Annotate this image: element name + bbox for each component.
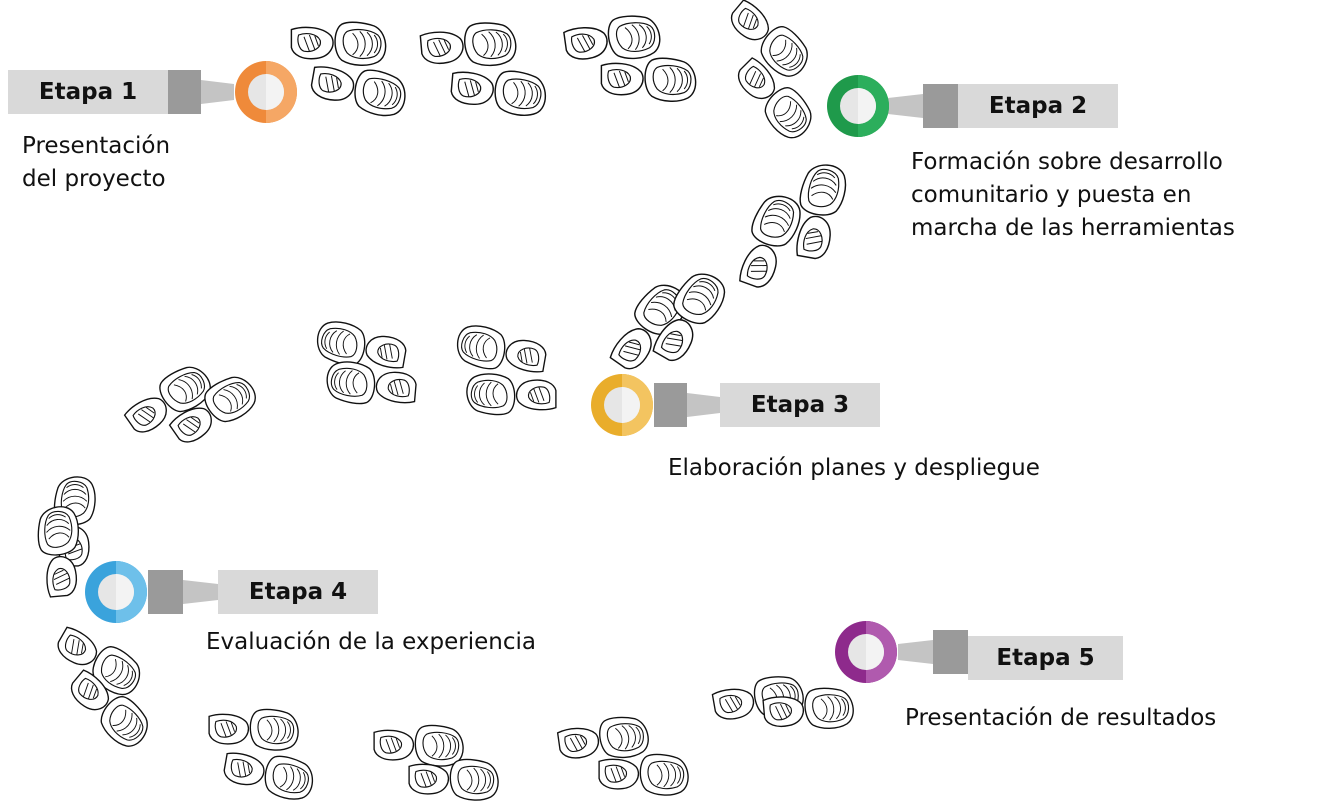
footprint-icon (733, 190, 806, 293)
footprint-icon (454, 323, 549, 378)
stage-connector (898, 630, 968, 674)
stage-connector (888, 84, 958, 128)
stage-description-line: Evaluación de la experiencia (206, 629, 536, 655)
footprint-icon (563, 12, 662, 68)
footprint-icon (420, 20, 518, 71)
stage-description-line: Elaboración planes y despliegue (668, 455, 1040, 481)
footprint-icon (221, 747, 316, 802)
stage-marker-center-highlight (866, 634, 884, 670)
stage-label-3: Etapa 3 (720, 383, 880, 427)
stage-markers (85, 61, 968, 683)
footprint-icon (291, 22, 385, 65)
stage-description-4: Evaluación de la experiencia (206, 626, 536, 659)
footprint-icon (308, 60, 408, 119)
footprint-icon (209, 709, 298, 750)
footprint-icon (557, 714, 651, 767)
stage-description-3: Elaboración planes y despliegue (668, 452, 1040, 485)
footprint-icon (450, 66, 548, 117)
stage-description-line: marcha de las herramientas (911, 215, 1235, 241)
stage-description-line: Formación sobre desarrollo (911, 149, 1223, 175)
stage-connector (148, 570, 218, 614)
stage-marker-1 (168, 61, 297, 123)
stage-marker-center-highlight (858, 88, 876, 124)
stage-marker-center-highlight (622, 387, 640, 423)
stage-marker-2 (827, 75, 958, 137)
footprint-icon (601, 58, 695, 101)
stage-description-1: Presentación del proyecto (22, 130, 170, 196)
stage-marker-3 (591, 374, 720, 436)
footprint-icon (374, 725, 463, 766)
stage-description-2: Formación sobre desarrollo comunitario y… (911, 146, 1235, 245)
stage-marker-4 (85, 561, 218, 623)
stage-label-4: Etapa 4 (218, 570, 378, 614)
footprint-icon (467, 374, 556, 415)
stage-label-5: Etapa 5 (968, 636, 1123, 680)
footprint-icon (409, 759, 498, 800)
stage-description-line: Presentación de resultados (905, 705, 1217, 731)
stage-description-5: Presentación de resultados (905, 702, 1216, 735)
stage-description-line: del proyecto (22, 166, 166, 192)
stage-marker-5 (835, 621, 968, 683)
footprint-icon (722, 0, 816, 83)
footprint-icon (325, 360, 417, 408)
stage-description-line: comunitario y puesta en (911, 182, 1192, 208)
stage-label-2: Etapa 2 (958, 84, 1118, 128)
stage-connector (654, 383, 720, 427)
stage-description-line: Presentación (22, 133, 171, 159)
stage-marker-center-highlight (116, 574, 134, 610)
stage-connector (168, 70, 234, 114)
stage-marker-center-highlight (266, 74, 284, 110)
stage-label-1: Etapa 1 (8, 70, 168, 114)
footprint-icon (599, 754, 688, 795)
